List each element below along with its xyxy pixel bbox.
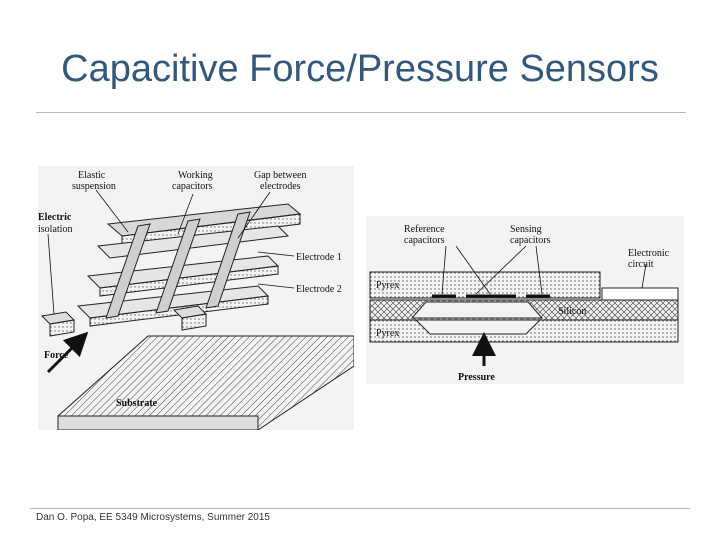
- pressure-sensor-drawing: Reference capacitors Sensing capacitors …: [369, 224, 679, 383]
- label-electric: Electric: [38, 212, 72, 223]
- force-sensor-drawing: Elastic suspension Working capacitors Ga…: [38, 170, 355, 431]
- label-electrode-2: Electrode 2: [296, 284, 342, 295]
- label-capacitors: capacitors: [172, 181, 213, 192]
- label-electrode-1: Electrode 1: [296, 252, 342, 263]
- label-reference: Reference: [404, 224, 445, 235]
- label-electronic: Electronic: [628, 248, 670, 259]
- leader-lines-right: [441, 245, 647, 295]
- label-elastic: Elastic: [78, 170, 106, 181]
- slide-title: Capacitive Force/Pressure Sensors: [61, 48, 659, 90]
- leader-lines: [47, 189, 295, 315]
- pressure-cavity: [410, 301, 544, 319]
- label-suspension: suspension: [72, 181, 116, 192]
- label-pyrex-top: Pyrex: [376, 280, 399, 291]
- pyrex-bottom-layer: [369, 319, 679, 343]
- label-pressure: Pressure: [458, 372, 495, 383]
- label-reference-capacitors: capacitors: [404, 235, 445, 246]
- slide-footer: Dan O. Popa, EE 5349 Microsystems, Summe…: [36, 512, 270, 523]
- label-sensing: Sensing: [510, 224, 542, 235]
- label-pyrex-bottom: Pyrex: [376, 328, 399, 339]
- label-electrodes: electrodes: [260, 181, 301, 192]
- electronic-circuit-block: [601, 287, 679, 301]
- label-circuit: circuit: [628, 259, 654, 270]
- label-working: Working: [178, 170, 213, 181]
- substrate-slab: [57, 335, 355, 431]
- label-sensing-capacitors: capacitors: [510, 235, 551, 246]
- force-arrow: [46, 331, 89, 374]
- label-isolation: isolation: [38, 224, 72, 235]
- footer-divider: [30, 508, 690, 509]
- label-gap: Gap between: [254, 170, 306, 181]
- label-force: Force: [44, 350, 69, 361]
- label-substrate: Substrate: [116, 398, 158, 409]
- anchor-blocks: [40, 305, 208, 337]
- label-silicon: Silicon: [558, 306, 586, 317]
- pressure-sensor-figure: Reference capacitors Sensing capacitors …: [366, 216, 684, 384]
- title-divider: [36, 112, 686, 113]
- force-sensor-figure: Elastic suspension Working capacitors Ga…: [38, 166, 355, 431]
